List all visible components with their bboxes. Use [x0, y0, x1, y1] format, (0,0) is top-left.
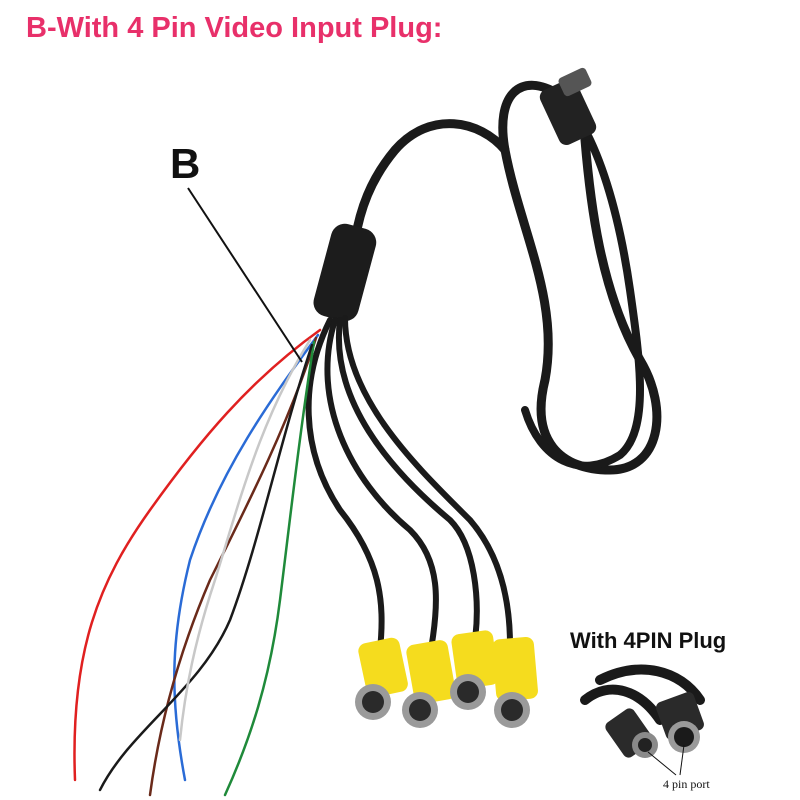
yellow-connectors — [355, 630, 538, 728]
connector-2 — [402, 640, 456, 728]
connector-4 — [492, 636, 538, 728]
inset-caption: With 4PIN Plug — [570, 628, 727, 653]
main-plug — [539, 67, 597, 146]
port-label: 4 pin port — [663, 777, 710, 791]
callout-line — [187, 187, 303, 363]
splitter-body — [313, 223, 377, 322]
callout-label: B — [170, 140, 201, 187]
branch-cables — [305, 315, 513, 658]
connector-3 — [450, 630, 499, 710]
main-cable-loop — [350, 80, 662, 475]
colored-wires — [73, 328, 322, 797]
page-title: B-With 4 Pin Video Input Plug: — [26, 12, 443, 44]
inset-4pin-plug — [580, 664, 705, 776]
connector-1 — [355, 637, 408, 720]
